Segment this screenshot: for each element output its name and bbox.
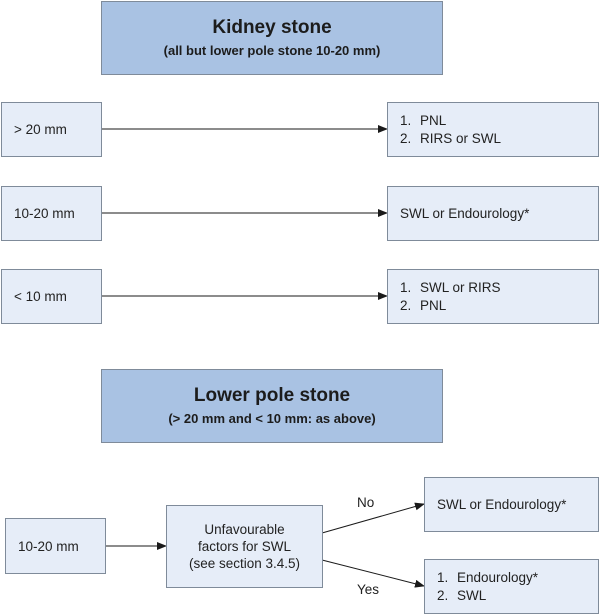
kidney-stone-title: Kidney stone bbox=[212, 16, 332, 38]
decision-line: Unfavourable bbox=[204, 522, 285, 537]
arrow-yes bbox=[321, 559, 425, 588]
option-item: 2.PNL bbox=[400, 297, 447, 313]
yes-label: Yes bbox=[357, 582, 380, 597]
decision-line: factors for SWL bbox=[197, 539, 292, 554]
result-label: SWL or Endourology* bbox=[437, 497, 567, 512]
option-item: 2.RIRS or SWL bbox=[400, 130, 502, 146]
option-list: 1.PNL 2.RIRS or SWL bbox=[400, 112, 501, 148]
lower-pole-header: Lower pole stone (> 20 mm and < 10 mm: a… bbox=[101, 369, 443, 443]
result-box-lt10: 1.SWL or RIRS 2.PNL bbox=[387, 269, 599, 324]
lower-pole-subtitle: (> 20 mm and < 10 mm: as above) bbox=[168, 410, 376, 426]
option-list: 1.SWL or RIRS 2.PNL bbox=[400, 279, 501, 315]
yes-result-box: 1.Endourology* 2.SWL bbox=[424, 559, 599, 614]
option-item: 1.SWL or RIRS bbox=[400, 279, 501, 295]
arrow-no bbox=[321, 502, 425, 534]
lower-pole-title: Lower pole stone bbox=[193, 384, 351, 406]
result-label: SWL or Endourology* bbox=[400, 206, 530, 221]
size-box-lt10: < 10 mm bbox=[1, 269, 102, 324]
no-result-box: SWL or Endourology* bbox=[424, 477, 599, 532]
decision-line: (see section 3.4.5) bbox=[188, 556, 301, 571]
size-label: < 10 mm bbox=[14, 289, 67, 304]
result-box-10-20: SWL or Endourology* bbox=[387, 186, 599, 241]
option-item: 2.SWL bbox=[437, 587, 487, 603]
size-label: 10-20 mm bbox=[18, 538, 79, 554]
lower-pole-size-box: 10-20 mm bbox=[5, 518, 106, 574]
option-list: 1.Endourology* 2.SWL bbox=[437, 569, 538, 605]
option-item: 1.Endourology* bbox=[437, 569, 539, 585]
option-item: 1.PNL bbox=[400, 112, 447, 128]
size-label: > 20 mm bbox=[14, 122, 67, 137]
size-box-gt20: > 20 mm bbox=[1, 102, 102, 157]
result-box-gt20: 1.PNL 2.RIRS or SWL bbox=[387, 102, 599, 157]
no-label: No bbox=[357, 495, 375, 510]
kidney-stone-subtitle: (all but lower pole stone 10-20 mm) bbox=[163, 42, 381, 58]
size-box-10-20: 10-20 mm bbox=[1, 186, 102, 241]
kidney-stone-header: Kidney stone (all but lower pole stone 1… bbox=[101, 1, 443, 75]
size-label: 10-20 mm bbox=[14, 206, 75, 221]
decision-box: Unfavourable factors for SWL (see sectio… bbox=[166, 505, 323, 588]
